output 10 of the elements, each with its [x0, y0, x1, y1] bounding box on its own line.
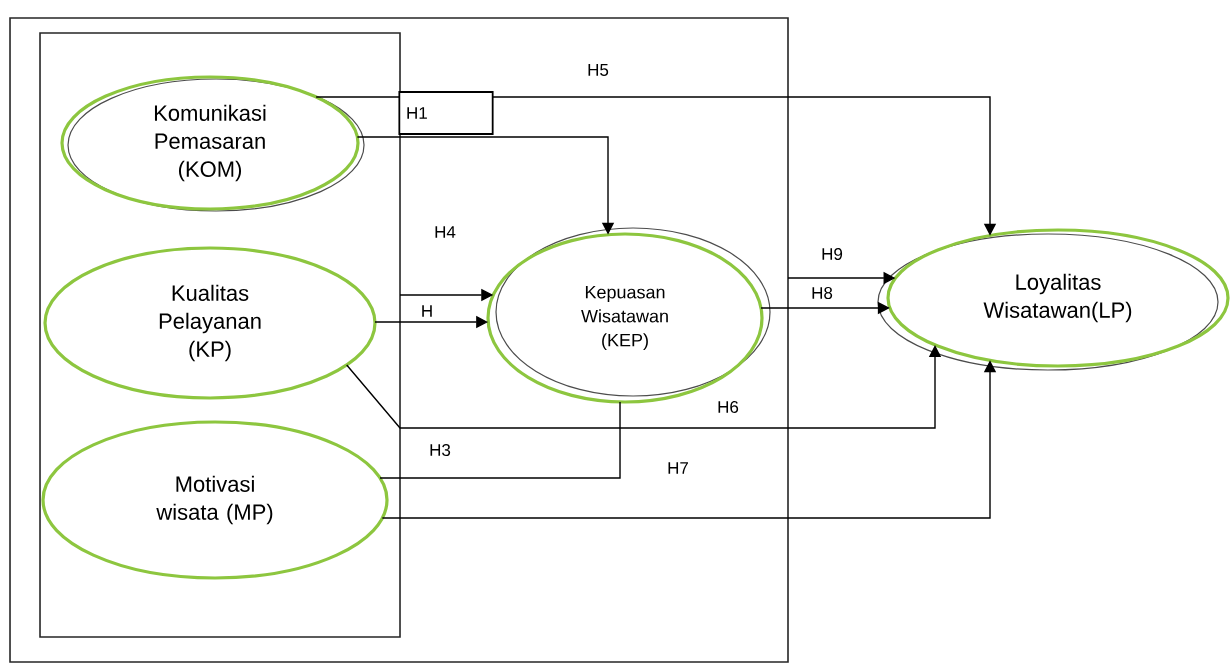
- edge-label: H7: [665, 460, 691, 476]
- group-frame: [39, 32, 401, 638]
- edge-label: H4: [432, 224, 458, 240]
- edge-label: H: [418, 303, 436, 319]
- edge-label: H5: [585, 62, 611, 78]
- edge-label: H3: [427, 442, 453, 458]
- group-frame: [9, 17, 789, 663]
- edge-label: H1: [398, 91, 494, 135]
- edge-label: H8: [809, 285, 835, 301]
- edge-label: H9: [819, 246, 845, 262]
